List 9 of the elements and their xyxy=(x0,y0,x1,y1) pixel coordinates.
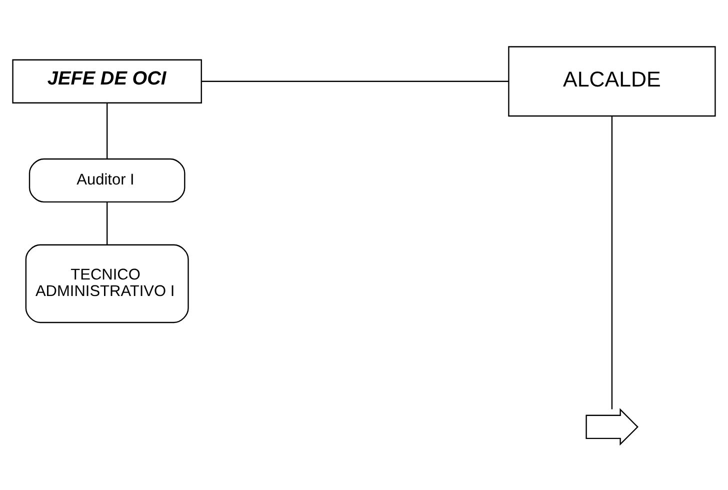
node-arrow xyxy=(586,408,638,446)
connector xyxy=(106,102,108,158)
node-box: JEFE DE OCI xyxy=(12,58,202,103)
connector xyxy=(106,202,108,244)
connector xyxy=(611,116,613,409)
connector xyxy=(202,80,509,82)
node-box: ALCALDE xyxy=(508,46,716,116)
node-box: TECNICO ADMINISTRATIVO I xyxy=(25,244,189,323)
node-box: Auditor I xyxy=(28,158,186,202)
